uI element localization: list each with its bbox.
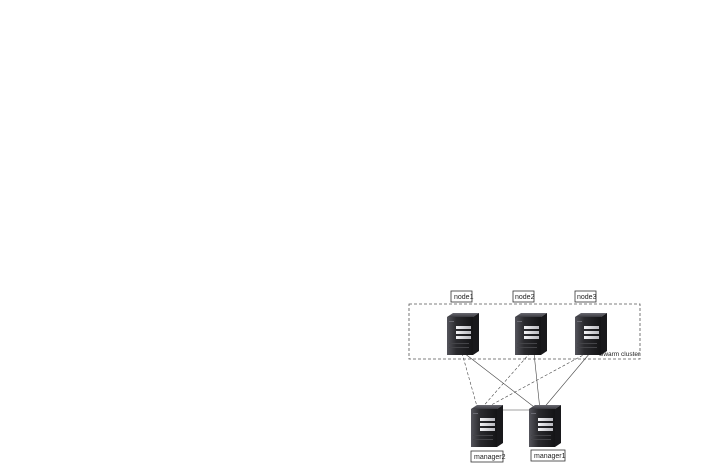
- node2-label: node2: [515, 294, 535, 301]
- worker-node-2: node2: [512, 290, 547, 355]
- manager2-label-box: [470, 450, 504, 463]
- solid-links: [463, 352, 591, 411]
- worker-node-3: node3: [574, 290, 607, 355]
- node2-server-icon: [515, 313, 547, 355]
- link-node2-manager1: [533, 352, 541, 411]
- link-node2-manager2: [479, 352, 531, 411]
- link-node1-manager2: [461, 352, 479, 411]
- manager-1: manager1: [529, 405, 566, 462]
- node1-server-icon: [447, 313, 479, 355]
- link-node3-manager2: [481, 352, 588, 411]
- manager1-label: manager1: [534, 453, 566, 460]
- node2-label-box: [512, 290, 535, 303]
- manager2-label: manager2: [474, 454, 506, 461]
- link-node3-manager1: [541, 352, 591, 411]
- manager2-server-icon: [471, 405, 503, 447]
- manager1-server-icon: [529, 405, 561, 447]
- node1-label: node1: [454, 294, 474, 301]
- node3-server-icon: [575, 313, 607, 355]
- node1-label-box: [450, 290, 473, 303]
- swarm-cluster-label: Swarm cluster: [599, 351, 641, 358]
- node3-label: node3: [577, 294, 597, 301]
- swarm-cluster-border: [408, 303, 641, 360]
- dashed-links: [461, 352, 588, 411]
- node3-label-box: [574, 290, 597, 303]
- manager1-label-box: [530, 449, 566, 462]
- worker-node-1: node1: [447, 290, 479, 355]
- link-node1-manager1: [463, 352, 539, 411]
- manager-2: manager2: [470, 405, 506, 463]
